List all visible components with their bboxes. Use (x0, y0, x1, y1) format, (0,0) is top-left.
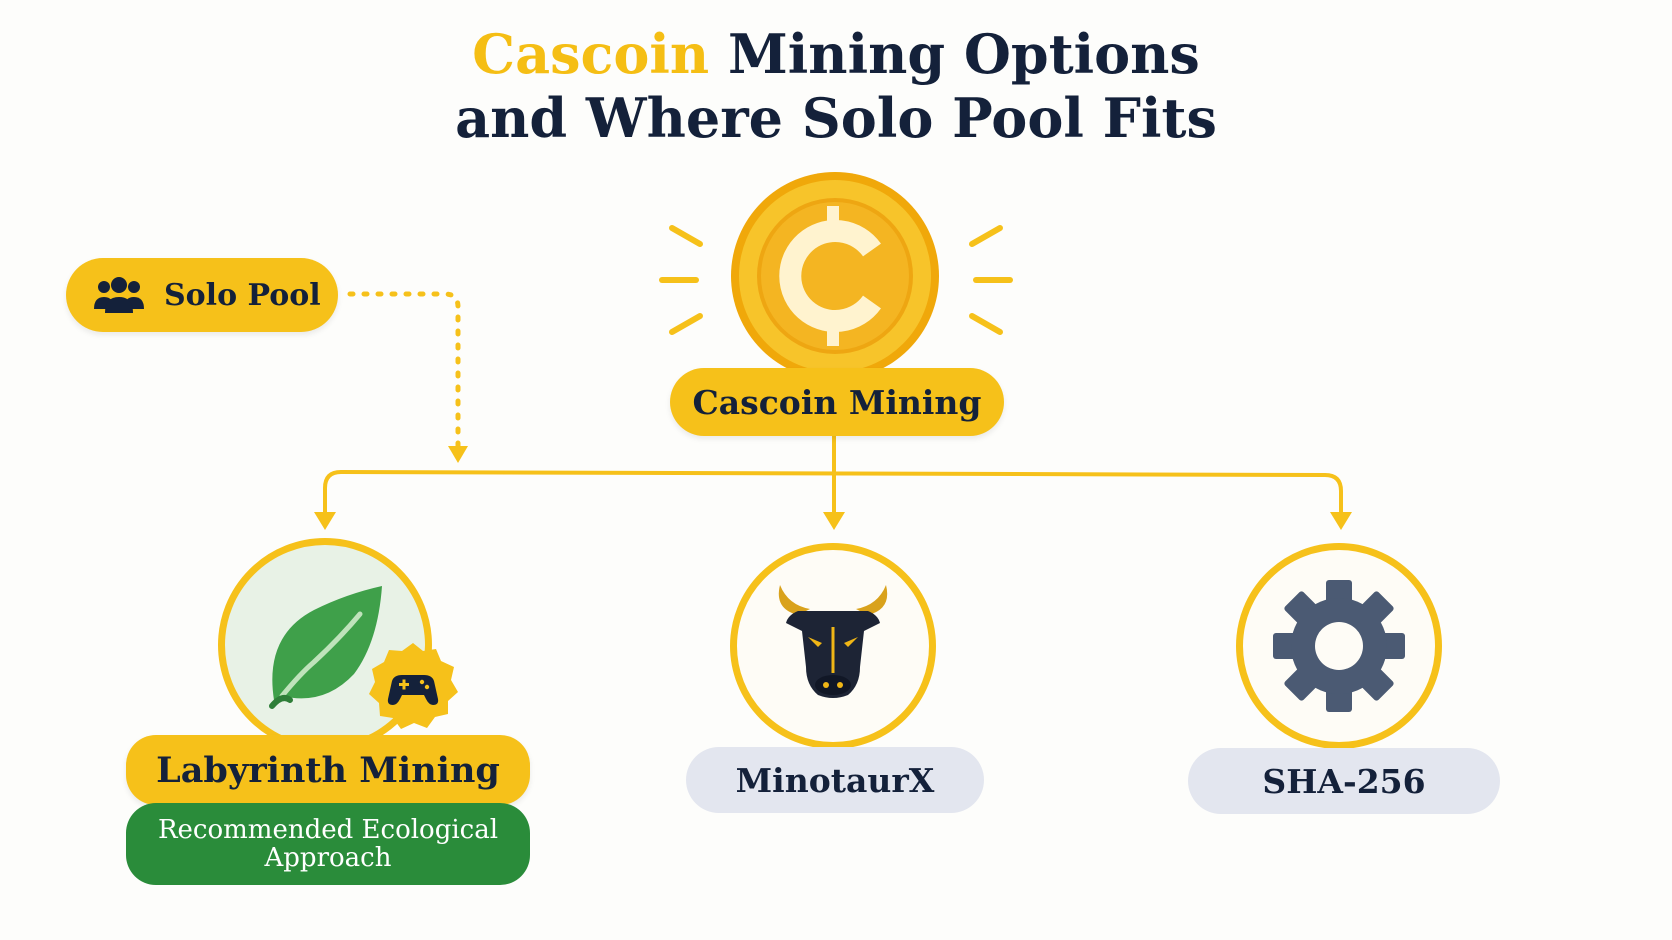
branch-line (323, 469, 1343, 518)
recommended-badge: Recommended Ecological Approach (126, 803, 530, 885)
dotted-connector (347, 291, 461, 449)
arrow-sha256 (1330, 512, 1352, 530)
sha256-icon-circle (1236, 543, 1442, 749)
leaf-icon (269, 586, 382, 709)
bull-icon (778, 585, 888, 698)
minotaurx-node: MinotaurX (686, 747, 984, 813)
coin-rays (659, 225, 1013, 335)
minotaurx-icon-circle (730, 543, 936, 749)
labyrinth-mining-node: Labyrinth Mining (126, 735, 530, 805)
dotted-connector-arrowhead (448, 446, 468, 463)
gear-icon (1273, 580, 1405, 712)
page-title: Cascoin Mining Options and Where Solo Po… (0, 22, 1672, 150)
title-line-1-rest: Mining Options (728, 22, 1200, 86)
cascoin-coin-icon (731, 172, 939, 380)
arrow-minotaurx (823, 512, 845, 530)
sha256-node: SHA-256 (1188, 748, 1500, 814)
solo-pool-node: Solo Pool (66, 258, 338, 332)
cascoin-mining-node: Cascoin Mining (670, 368, 1004, 436)
gamepad-icon (369, 643, 458, 729)
users-group-icon (94, 277, 144, 313)
arrow-labyrinth (314, 512, 336, 530)
title-accent: Cascoin (472, 22, 710, 86)
title-line-1: Cascoin Mining Options (0, 22, 1672, 86)
title-line-2: and Where Solo Pool Fits (455, 86, 1217, 150)
solo-pool-label: Solo Pool (164, 277, 321, 313)
